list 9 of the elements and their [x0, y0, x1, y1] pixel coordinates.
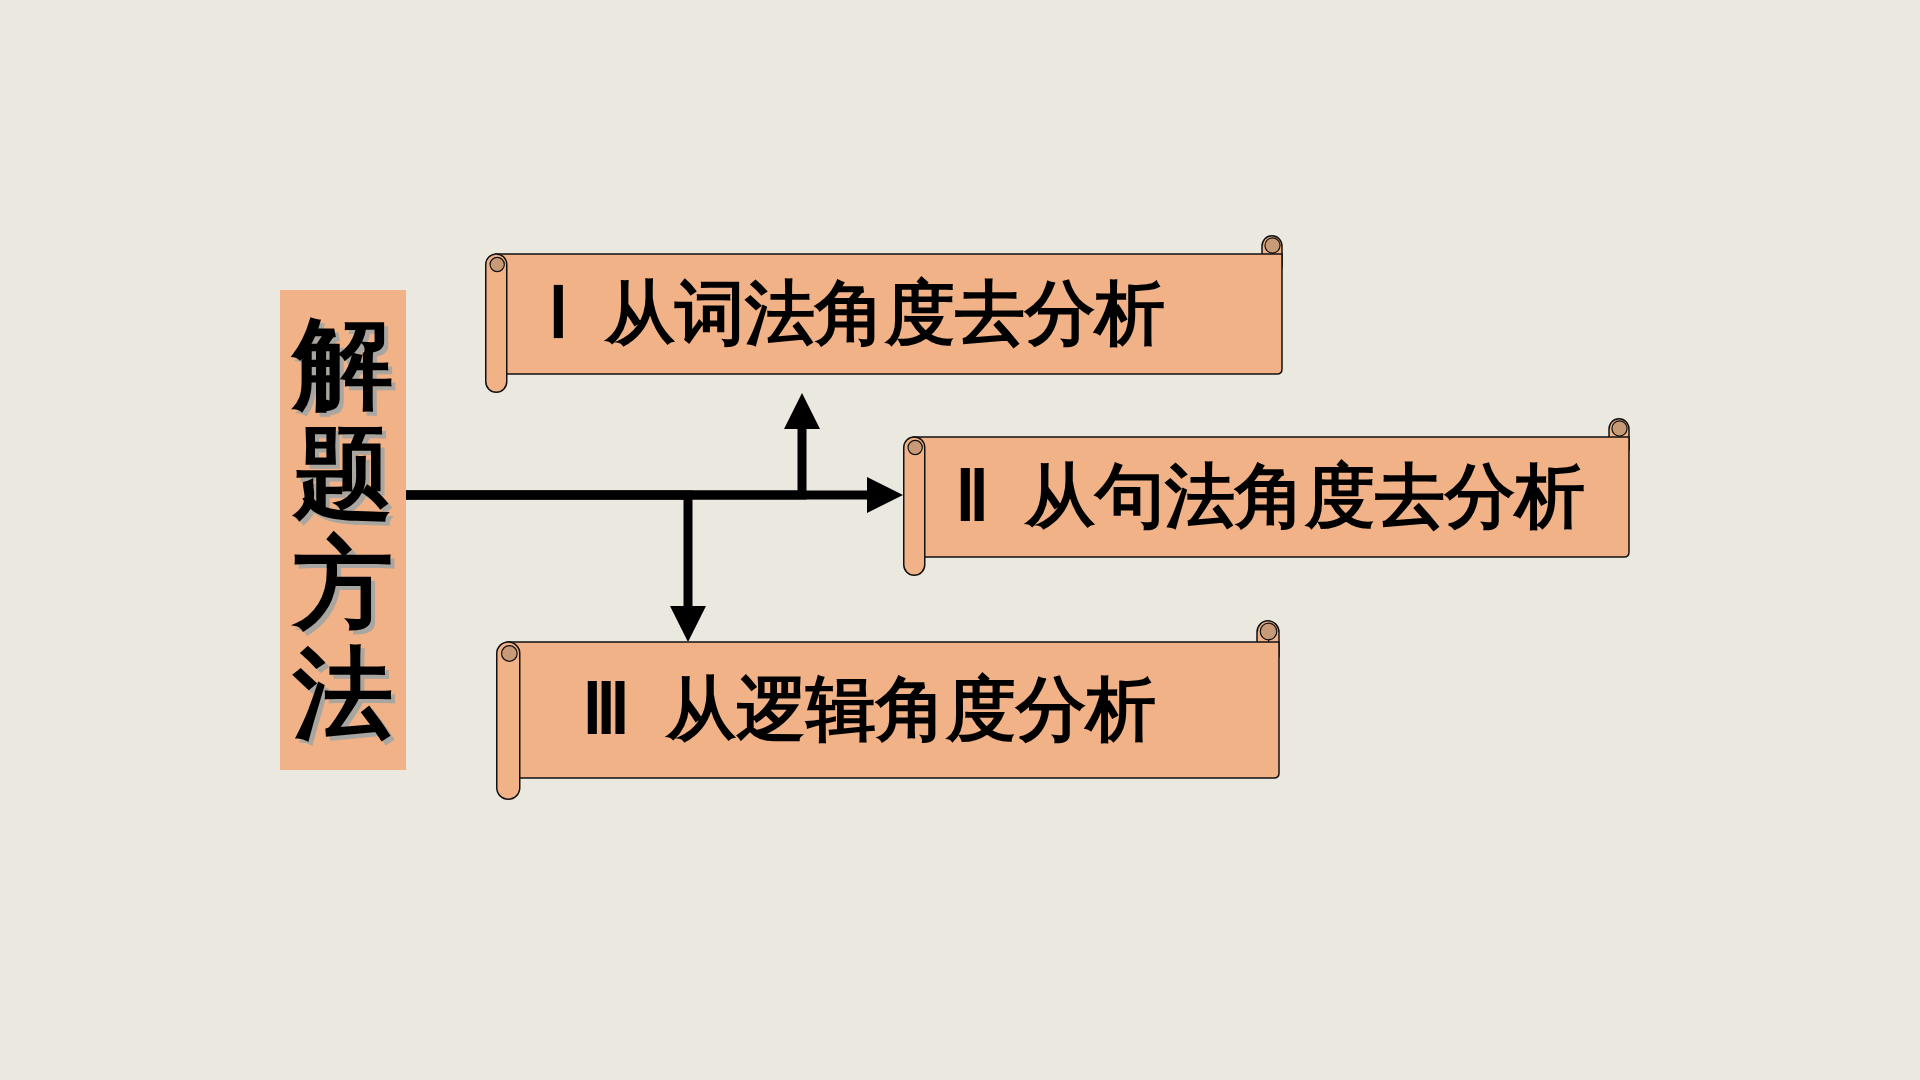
arrow	[406, 490, 706, 642]
scroll-banner	[496, 620, 1280, 800]
banner-text: Ⅰ 从词法角度去分析	[548, 274, 1165, 354]
vertical-title-text: 解题方法	[293, 310, 393, 750]
scroll-banner	[485, 235, 1283, 393]
scroll-banner	[903, 418, 1630, 576]
vertical-title-panel	[280, 290, 406, 770]
banner-text: Ⅲ 从逻辑角度分析	[582, 670, 1156, 750]
banner-text: Ⅱ 从句法角度去分析	[955, 457, 1585, 537]
